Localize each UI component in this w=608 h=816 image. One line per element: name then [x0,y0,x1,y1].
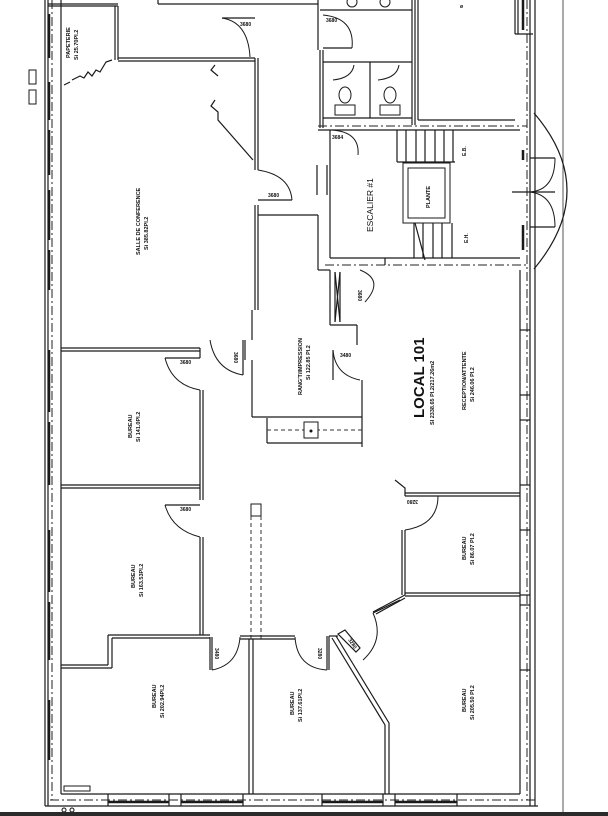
room-papeterie: PAPETERIE Si 25.70PI.2 [48,3,119,86]
corridor-column [250,503,262,640]
room-bureau-2: 3680 BUREAU Si 163.53PI.2 [61,504,210,669]
door-tag: 3680 [240,22,251,28]
room-bureau-6: BUREAU Si 205.50 PI.2 [462,685,476,720]
bureau-1-name: BUREAU [128,414,134,438]
bureau-2-area: Si 163.53PI.2 [139,564,145,597]
rangt-name: RANG'T/IMPRESSION [298,338,304,395]
door-tag: 3480 [213,648,219,659]
exterior-fixture-icon [28,69,37,105]
unit-name: LOCAL 101 [411,337,428,418]
door-conference: 3680 [257,169,293,201]
door-tag: 3680 [356,290,362,301]
door-tag: 3680 [180,507,191,513]
bureau-6-name: BUREAU [462,688,468,712]
bureau-5-name: BUREAU [462,536,468,560]
bureau-4-name: BUREAU [290,691,296,715]
door-bureau-6: 3280 [337,599,401,661]
door-tag: 3680 [180,360,191,366]
right-windows [520,0,530,671]
misc-mark: ø [460,4,464,10]
stair-name: ESCALIER #1 [365,178,375,232]
room-rangt-impression: 3480 RANG'T/IMPRESSION Si 122.85 PI.2 [244,214,363,447]
door-tag: 3680 [268,193,279,199]
exterior-walls [44,0,564,816]
bottom-windows [61,785,458,813]
stair-core-label: PLANTE [426,186,432,208]
main-entrance [512,112,568,270]
door-tag: 3280 [316,648,322,659]
reception-name: RECEPTION/ATTENTE [462,351,468,410]
bureau-2-name: BUREAU [131,564,137,588]
reception-area: Si 246.06 PI.2 [470,367,476,402]
room-bureau-3: 3480 BUREAU Si 202.94PI.2 [152,635,295,794]
conference-name: SALLE DE CONFERENCE [136,187,142,255]
door-tag: 3684 [332,135,343,141]
room-salle-conference: SALLE DE CONFERENCE Si 385.82PI.2 [61,57,259,352]
reception-area: LOCAL 101 SI 2338.65 PI.2/217.26m2 RECEP… [384,258,476,425]
door-top-left: 3680 [221,17,255,58]
room-bureau-4: 3280 BUREAU Si 137.61PI.2 [290,635,390,794]
bottom-border [0,812,608,816]
door-tag: 3480 [340,353,351,359]
bureau-3-name: BUREAU [152,684,158,708]
papeterie-area: Si 25.70PI.2 [74,30,80,60]
room-top-right: ø [417,0,533,121]
bureau-6-area: Si 205.50 PI.2 [470,685,476,720]
stair-down-label: E.H. [464,233,470,243]
door-tag: 3680 [326,18,337,24]
bureau-5-area: Si 86.07 PI.2 [470,533,476,565]
door-tag: 3280 [407,498,418,504]
staircase: PLANTE E.B. E.H. ESCALIER #1 3684 3680 [316,125,527,303]
stair-up-label: E.B. [462,146,468,156]
bureau-3-area: Si 202.94PI.2 [160,685,166,718]
door-tag: 3280 [346,638,357,651]
conference-area: Si 385.82PI.2 [144,217,150,250]
room-bureau-5: 3280 BUREAU Si 86.07 PI.2 [372,479,520,615]
unit-area: SI 2338.65 PI.2/217.26m2 [430,361,436,425]
washrooms: 3680 [157,0,416,128]
bureau-4-area: Si 137.61PI.2 [298,689,304,722]
rangt-area: Si 122.85 PI.2 [306,345,312,380]
door-tag: 3680 [232,352,238,363]
room-bureau-1: 3680 3680 BUREAU Si 141.0PI.2 [61,339,244,500]
bureau-1-area: Si 141.0PI.2 [136,412,142,442]
papeterie-name: PAPETERIE [66,27,72,58]
